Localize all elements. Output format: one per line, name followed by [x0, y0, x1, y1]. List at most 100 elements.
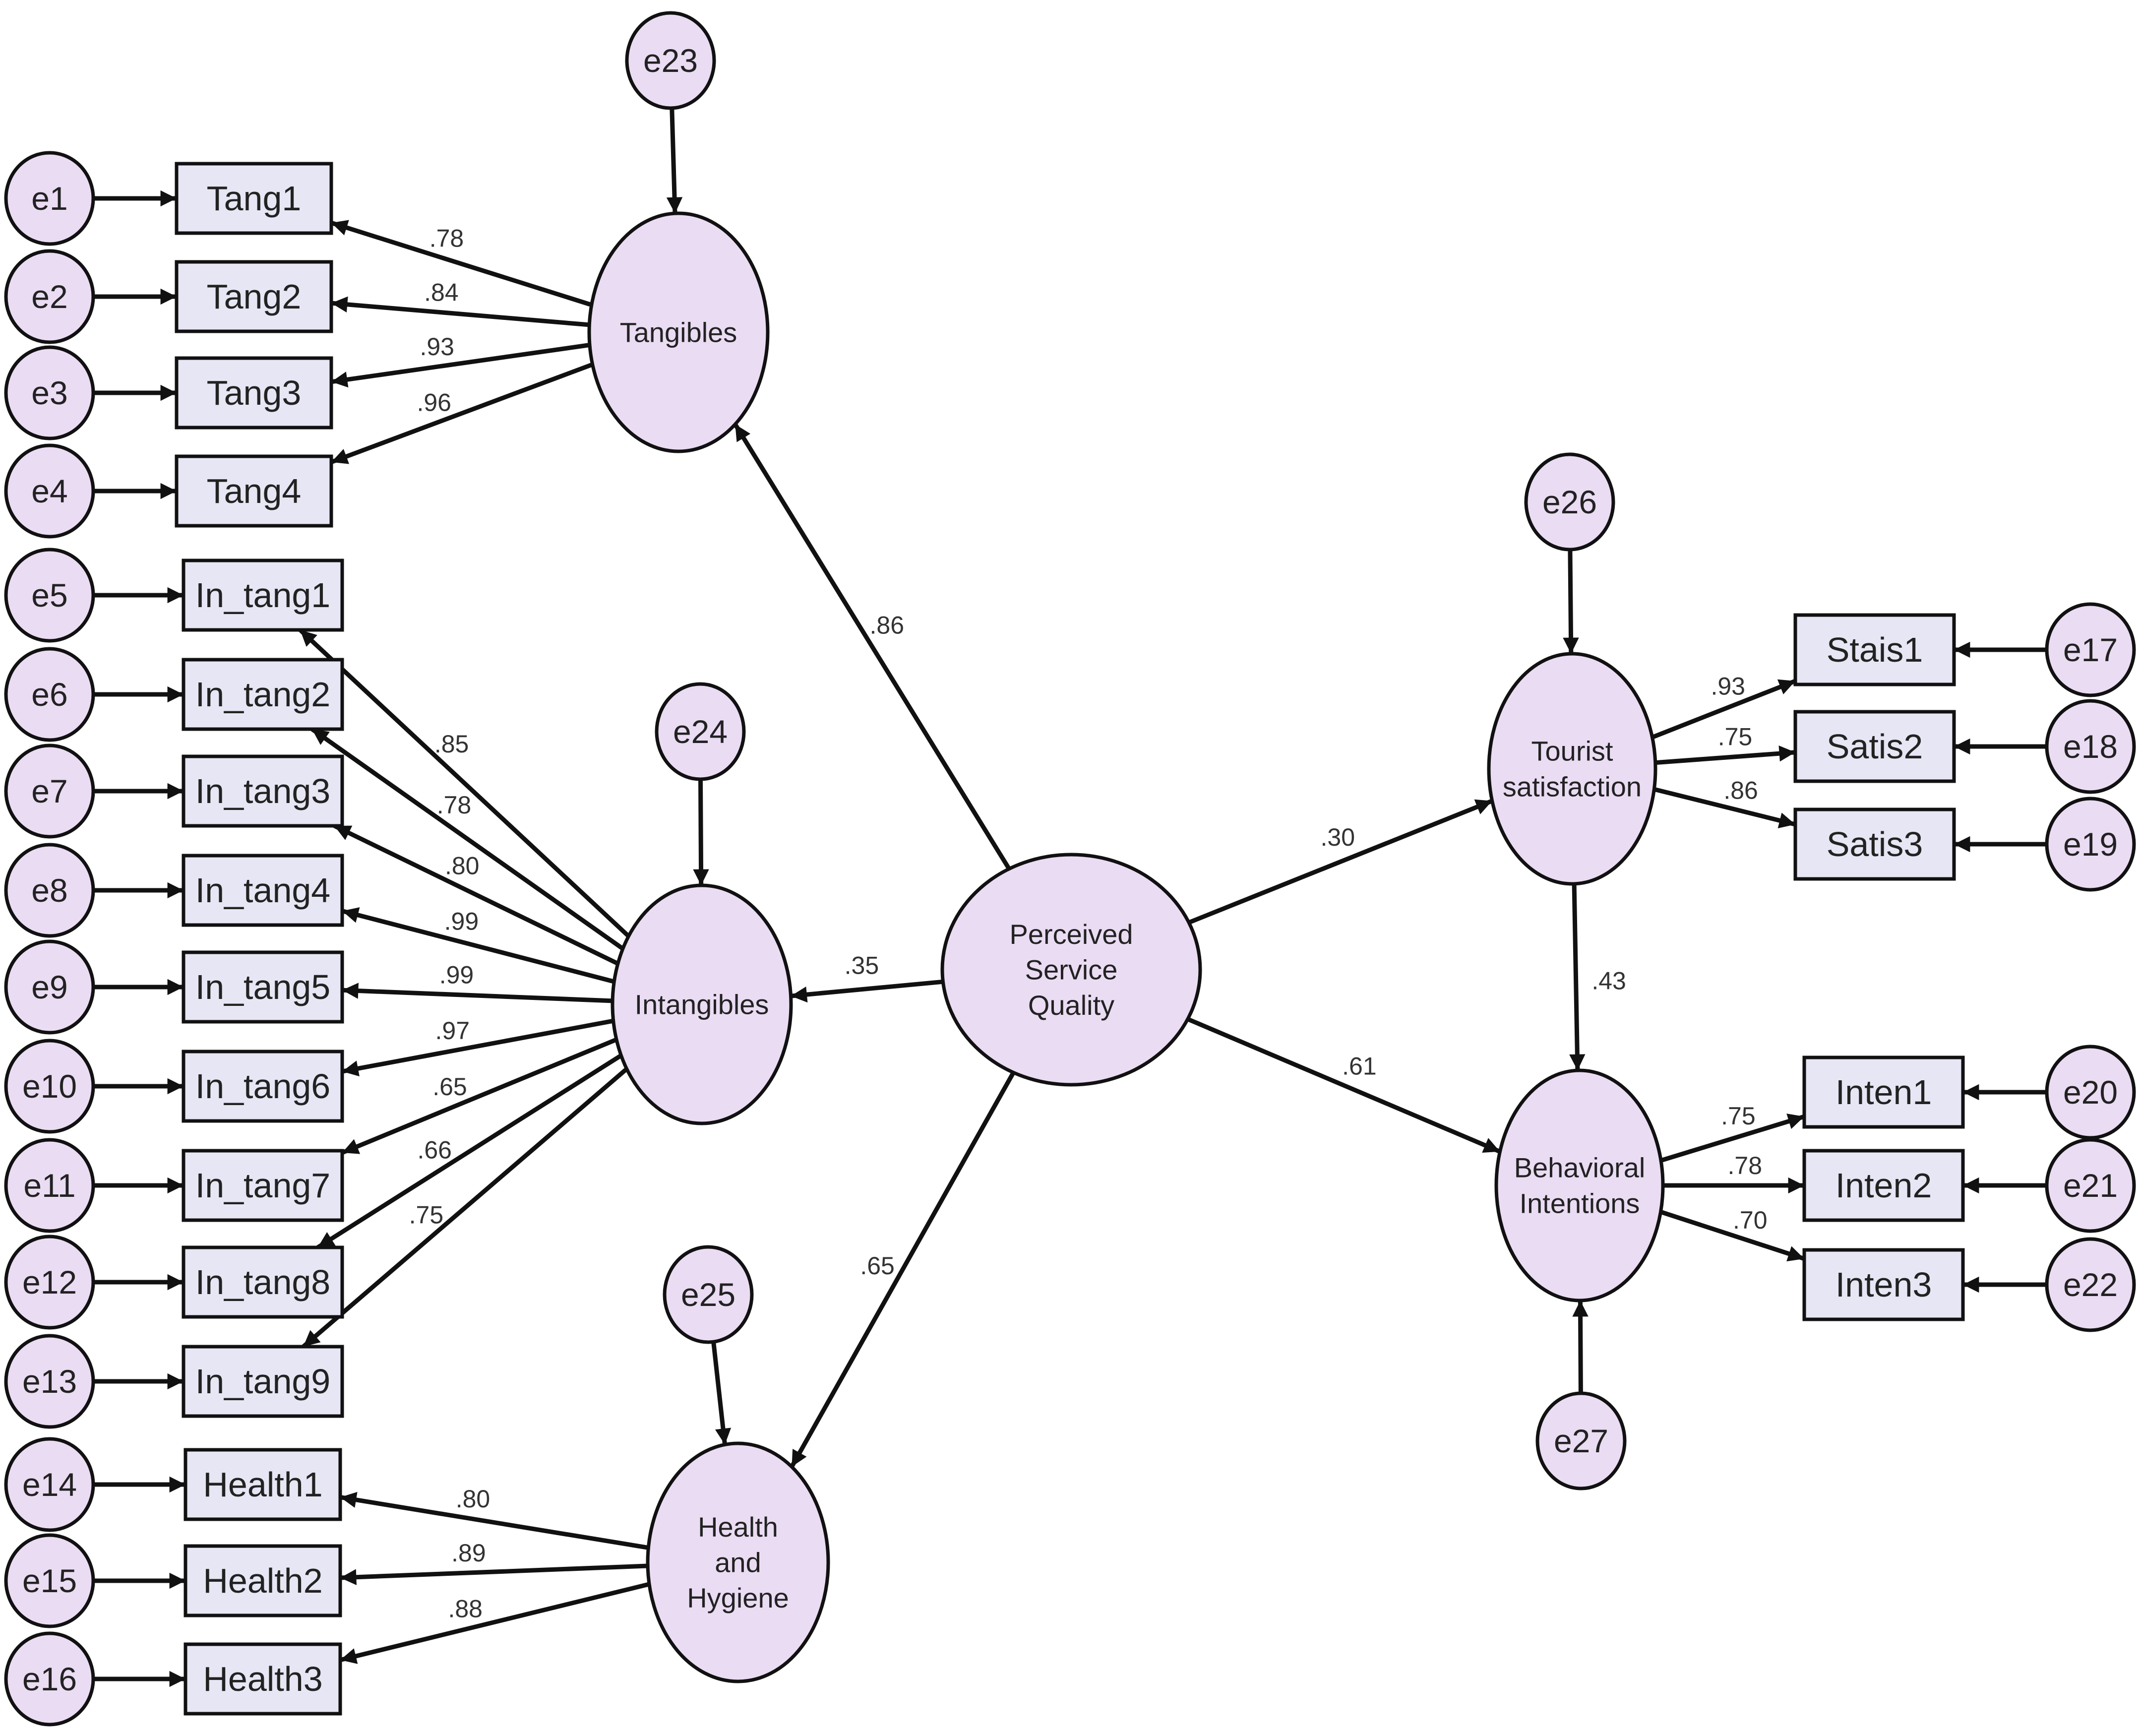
indicator-in2: [182, 658, 344, 731]
loading-value: .80: [445, 852, 480, 880]
loading-value: .89: [451, 1539, 486, 1567]
loading-value: .99: [444, 908, 479, 935]
loading-value: .65: [432, 1073, 467, 1101]
indicator-health2-label: Health2: [203, 1561, 322, 1600]
disturbance-e27: [1535, 1391, 1627, 1490]
loading-value: .75: [409, 1201, 444, 1229]
loading-arrow-satis3: [1653, 787, 1796, 828]
error-e8-label: e8: [31, 872, 67, 909]
error-e4: [4, 443, 95, 539]
error-e9-label: e9: [31, 969, 67, 1005]
indicator-in4: [182, 854, 344, 927]
error-e16: [4, 1631, 95, 1727]
indicator-tang1-label: Tang1: [207, 179, 302, 218]
error-e4-label: e4: [31, 473, 67, 509]
error-e18-label: e18: [2063, 728, 2118, 765]
indicator-tang4: [175, 454, 333, 528]
latent-tangibles: [587, 211, 770, 453]
path-coefficient: .86: [870, 612, 905, 639]
loading-arrow-tang4: [330, 362, 594, 464]
error-e6: [4, 647, 95, 742]
error-e19-label: e19: [2063, 826, 2118, 863]
indicator-in9: [182, 1345, 344, 1418]
loading-value: .84: [424, 279, 459, 307]
loading-arrow-health2: [340, 1563, 648, 1585]
loading-value: .78: [1728, 1152, 1763, 1179]
path-coefficient: .30: [1321, 823, 1355, 851]
indicator-stais1: [1793, 613, 1956, 686]
path-arrow-satisfaction-behavior: [1569, 883, 1586, 1071]
error-e11-label: e11: [23, 1167, 75, 1204]
error-e3: [4, 345, 95, 440]
error-e9: [4, 939, 95, 1035]
indicator-inten2: [1802, 1149, 1965, 1222]
latent-intangibles: [611, 883, 793, 1125]
latent-health-label: Health: [698, 1511, 778, 1543]
error-e15-label: e15: [22, 1562, 77, 1599]
indicator-inten2-label: Inten2: [1835, 1166, 1932, 1205]
indicator-tang2: [175, 260, 333, 333]
indicator-inten3-label: Inten3: [1835, 1265, 1932, 1304]
error-e11: [4, 1138, 95, 1233]
indicator-stais1-label: Stais1: [1827, 630, 1923, 669]
indicator-inten3: [1802, 1248, 1965, 1321]
latent-satisfaction-label: Tourist: [1531, 736, 1613, 767]
disturbance-e25-label: e25: [681, 1276, 735, 1313]
disturbance-e24-label: e24: [673, 713, 728, 750]
loading-arrow-in5: [342, 983, 613, 1003]
error-e21: [2045, 1138, 2136, 1233]
error-e13-label: e13: [22, 1363, 77, 1400]
coefficient-labels-layer: .78.84.93.96.85.78.80.99.99.97.65.66.75.…: [409, 225, 1768, 1623]
path-coefficient: .43: [1591, 967, 1626, 995]
indicator-tang1: [175, 162, 333, 235]
error-e22-label: e22: [2063, 1266, 2118, 1303]
error-e20-label: e20: [2063, 1074, 2118, 1111]
indicator-in1: [182, 558, 344, 632]
error-e10-label: e10: [22, 1068, 77, 1105]
loading-value: .78: [437, 791, 472, 819]
indicator-tang3-label: Tang3: [207, 373, 302, 412]
indicator-in7-label: In_tang7: [195, 1166, 330, 1205]
error-e22: [2045, 1237, 2136, 1332]
indicator-tang2-label: Tang2: [207, 277, 302, 316]
indicator-in6: [182, 1050, 344, 1123]
indicator-in8-label: In_tang8: [195, 1263, 330, 1302]
indicator-satis2-label: Satis2: [1827, 727, 1923, 766]
error-e19: [2045, 797, 2136, 892]
latent-behavior-label: Behavioral: [1514, 1152, 1646, 1183]
indicator-inten1: [1802, 1055, 1965, 1129]
loading-arrow-satis2: [1655, 745, 1796, 765]
disturbance-e23: [625, 11, 716, 110]
indicator-in3-label: In_tang3: [195, 772, 330, 810]
error-e10: [4, 1039, 95, 1134]
disturbance-arrow-e27: [1572, 1300, 1589, 1394]
error-e3-label: e3: [31, 374, 67, 411]
loading-value: .86: [1723, 777, 1758, 805]
loading-value: .80: [456, 1485, 490, 1513]
latent-psq-label: Perceived: [1009, 919, 1133, 950]
error-e13: [4, 1334, 95, 1429]
indicator-in5: [182, 950, 344, 1024]
indicator-health1-label: Health1: [203, 1465, 322, 1504]
error-e5: [4, 548, 95, 643]
loading-arrow-in9: [302, 1067, 628, 1349]
error-e20: [2045, 1045, 2136, 1140]
path-arrow-psq-tangibles: [733, 423, 1011, 870]
loading-arrow-in2: [310, 727, 624, 951]
loading-arrow-tang2: [331, 296, 590, 327]
indicator-satis3-label: Satis3: [1827, 825, 1923, 864]
loading-arrow-in3: [333, 823, 619, 966]
loading-arrow-health3: [339, 1582, 650, 1664]
disturbance-e26: [1524, 452, 1615, 552]
path-coefficient: .65: [860, 1252, 895, 1280]
indicator-tang3: [175, 356, 333, 430]
path-arrow-psq-satisfaction: [1188, 799, 1493, 925]
loading-value: .78: [429, 225, 464, 252]
loading-arrow-stais1: [1651, 679, 1796, 740]
loading-value: .75: [1718, 723, 1753, 751]
loading-arrow-tang3: [331, 343, 590, 388]
error-e17-label: e17: [2063, 631, 2118, 668]
loading-arrow-in7: [341, 1037, 617, 1155]
disturbance-e24: [655, 682, 746, 781]
indicator-health3-label: Health3: [203, 1660, 322, 1698]
